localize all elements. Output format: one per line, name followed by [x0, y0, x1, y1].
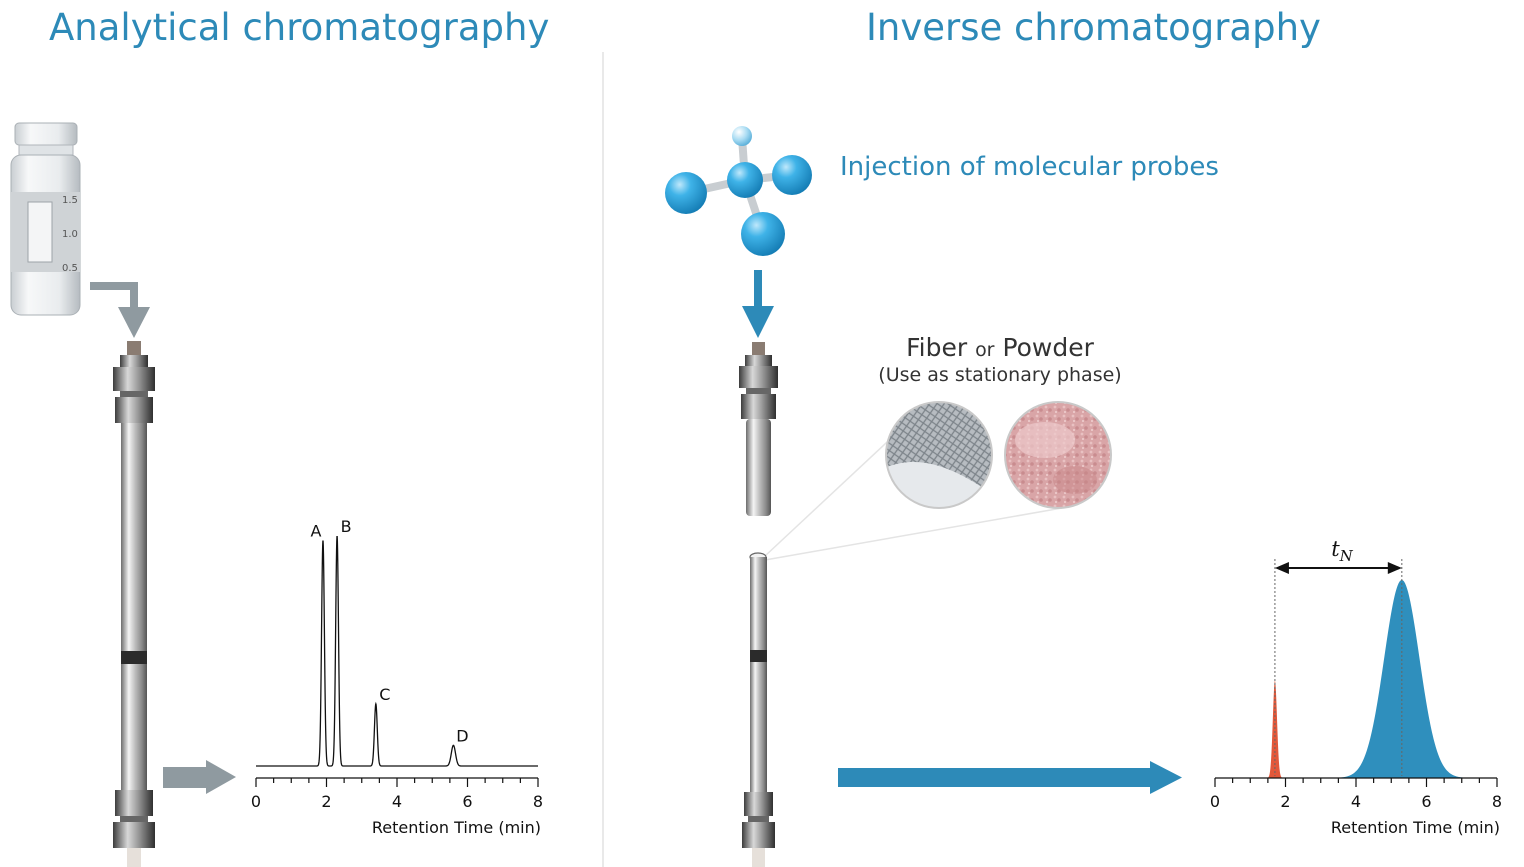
chart2-peak-1 [1265, 680, 1285, 778]
chart2-peaks [1265, 580, 1482, 778]
vial-mark-1: 1.5 [62, 195, 78, 206]
vial-mark-2: 1.0 [62, 229, 78, 240]
or-label: or [975, 339, 995, 361]
peak-label-b: B [341, 517, 352, 536]
analytical-chromatogram: 0 2 4 6 8 A B C D Retention Time (min) [251, 517, 543, 837]
stationary-phase-title: Fiber or Powder [850, 333, 1150, 362]
c2-tick-label: 2 [1280, 792, 1290, 811]
chart2-tick-labels: 0 2 4 6 8 [1210, 792, 1502, 811]
peak-label-c: C [379, 685, 390, 704]
zoom-line-top [764, 429, 901, 557]
tn-arrow-left [1274, 562, 1289, 574]
zoom-line-bottom [764, 507, 1063, 561]
tn-arrow-right [1387, 562, 1402, 574]
chart1-peak-labels: A B C D [310, 517, 468, 745]
c2-tick-label: 4 [1351, 792, 1361, 811]
chart1-x-axis-label: Retention Time (min) [372, 818, 541, 837]
gray-injection-arrow [90, 282, 150, 338]
chart2-x-axis-label: Retention Time (min) [1331, 818, 1500, 837]
c2-tick-label: 8 [1492, 792, 1502, 811]
powder-sample-icon [1004, 401, 1112, 509]
probes-label: Injection of molecular probes [840, 152, 1219, 182]
c1-tick-label: 8 [533, 792, 543, 811]
tn-annotation: tN [1331, 537, 1353, 565]
molecule-icon [665, 126, 812, 256]
chart1-trace [256, 535, 538, 767]
tn-interval-marker [1274, 559, 1403, 776]
packed-column-icon [742, 552, 775, 867]
peak-label-a: A [310, 522, 321, 541]
c1-tick-label: 2 [321, 792, 331, 811]
gray-output-arrow [163, 760, 236, 794]
blue-output-arrow [838, 761, 1182, 794]
fiber-sample-icon [885, 401, 993, 509]
chart2-peak-2 [1322, 580, 1482, 778]
c1-tick-label: 6 [462, 792, 472, 811]
short-column-icon [739, 342, 778, 516]
chart1-ticks [255, 778, 539, 787]
title-inverse: Inverse chromatography [866, 6, 1321, 49]
c1-tick-label: 0 [251, 792, 261, 811]
left-column-icon [113, 341, 155, 867]
c1-tick-label: 4 [392, 792, 402, 811]
inverse-chromatogram: 0 2 4 6 8 tN Retention Time (min) [1210, 537, 1502, 837]
fiber-label: Fiber [906, 333, 968, 362]
title-analytical: Analytical chromatography [49, 6, 550, 49]
c2-tick-label: 6 [1421, 792, 1431, 811]
sample-vial-icon: 1.5 1.0 0.5 [10, 122, 81, 316]
stationary-phase-note: (Use as stationary phase) [878, 364, 1122, 386]
chart2-ticks [1214, 778, 1498, 787]
c2-tick-label: 0 [1210, 792, 1220, 811]
vial-mark-3: 0.5 [62, 263, 78, 274]
powder-label: Powder [1002, 333, 1094, 362]
peak-label-d: D [456, 726, 468, 745]
chart1-tick-labels: 0 2 4 6 8 [251, 792, 543, 811]
blue-injection-arrow [742, 270, 774, 338]
